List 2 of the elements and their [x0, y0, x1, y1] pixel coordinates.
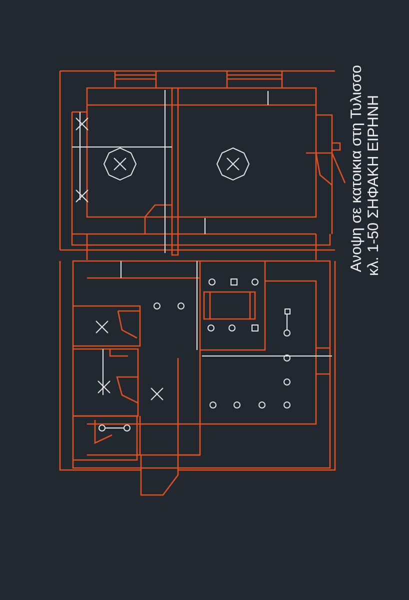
scale-and-author-note: κλ. 1-50 ΣΗΦΑΚΗ ΕΙΡΗΝΗ	[366, 95, 381, 276]
drawing-title: Ανοψη σε κατοικια στη Τυλισσο	[349, 65, 364, 272]
